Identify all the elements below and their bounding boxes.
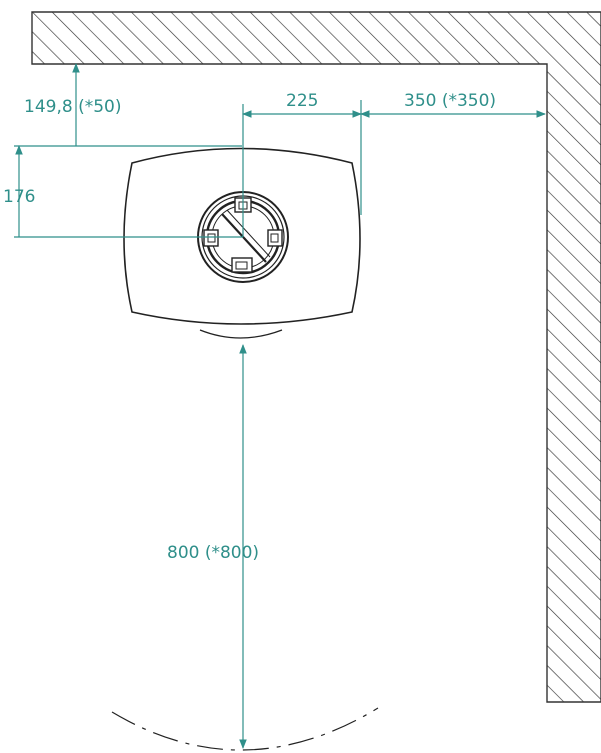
- label-center-offset: 225: [286, 91, 318, 111]
- stove-front-plinth: [199, 329, 283, 339]
- flue-bracket-bottom: [231, 257, 253, 273]
- flue-bracket-right-inner: [270, 233, 279, 243]
- flue-bracket-bottom-inner: [235, 261, 248, 270]
- dimension-labels: 149,8 (*50) 225 350 (*350) 176 800 (*800…: [3, 91, 496, 563]
- front-clearance-arc: [111, 707, 379, 751]
- label-depth-to-flue: 176: [3, 187, 35, 207]
- label-wall-back-distance: 149,8 (*50): [24, 97, 121, 117]
- back-and-side-wall: [31, 11, 601, 703]
- label-side-wall-distance: 350 (*350): [404, 91, 496, 111]
- wall-group: [31, 11, 601, 703]
- flue-bracket-right: [267, 229, 283, 247]
- flue-damper-plate-edge: [226, 209, 271, 258]
- stove-group: [123, 147, 361, 339]
- flue-bracket-left: [203, 229, 219, 247]
- label-front-clearance: 800 (*800): [167, 543, 259, 563]
- flue-damper-plate: [221, 213, 267, 263]
- dimension-lines: [14, 63, 546, 751]
- flue-bracket-left-inner: [207, 233, 216, 243]
